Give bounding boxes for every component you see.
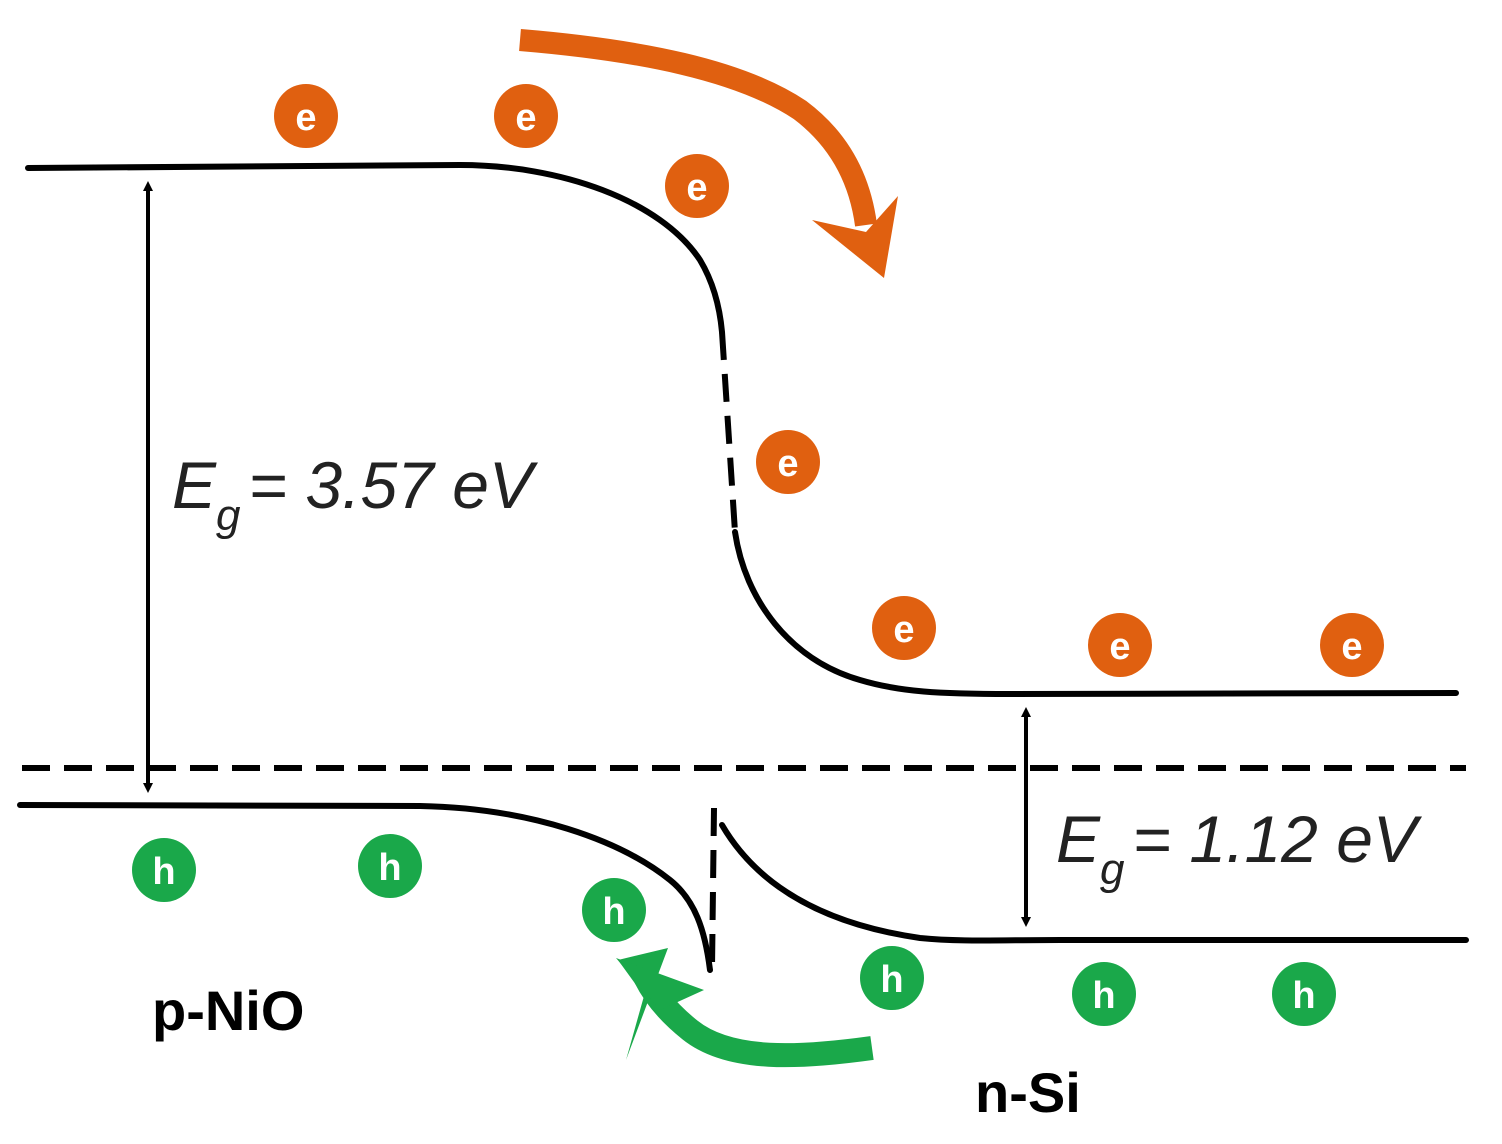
svg-text:h: h xyxy=(1092,975,1115,1017)
bandgap-label-left: Eg= 3.57 eV xyxy=(172,448,539,540)
conduction-band-interface xyxy=(719,331,738,533)
electron-carrier: e xyxy=(872,596,936,660)
conduction-band-right xyxy=(732,529,1459,698)
electron-carrier: e xyxy=(756,430,820,494)
svg-text:e: e xyxy=(515,97,536,139)
electron-flow-arrow xyxy=(519,29,898,278)
svg-text:e: e xyxy=(893,609,914,651)
svg-text:h: h xyxy=(152,851,175,893)
hole-carrier: h xyxy=(1272,962,1336,1026)
svg-text:e: e xyxy=(295,97,316,139)
hole-flow-arrow xyxy=(616,948,874,1068)
electron-carrier: e xyxy=(1320,613,1384,677)
bandgap-label-right: Eg= 1.12 eV xyxy=(1056,802,1423,894)
electron-carrier: e xyxy=(1088,613,1152,677)
electron-carrier: e xyxy=(274,84,338,148)
hole-carrier: h xyxy=(860,946,924,1010)
hole-carrier: h xyxy=(1072,962,1136,1026)
electron-carrier: e xyxy=(494,84,558,148)
svg-text:h: h xyxy=(880,959,903,1001)
valence-band-right xyxy=(719,822,1469,944)
material-label-left: p-NiO xyxy=(152,979,304,1042)
electron-carrier: e xyxy=(665,154,729,218)
material-label-right: n-Si xyxy=(975,1061,1081,1124)
svg-text:h: h xyxy=(378,847,401,889)
hole-carrier: h xyxy=(132,838,196,902)
svg-text:e: e xyxy=(777,443,798,485)
svg-text:e: e xyxy=(1109,626,1130,668)
hole-carrier: h xyxy=(582,878,646,942)
svg-text:e: e xyxy=(1341,626,1362,668)
svg-text:h: h xyxy=(602,891,625,933)
hole-carrier: h xyxy=(358,834,422,898)
valence-band-left xyxy=(17,802,713,973)
svg-text:h: h xyxy=(1292,975,1315,1017)
svg-text:e: e xyxy=(686,167,707,209)
conduction-band-left xyxy=(25,161,725,335)
valence-band-interface xyxy=(709,807,717,969)
